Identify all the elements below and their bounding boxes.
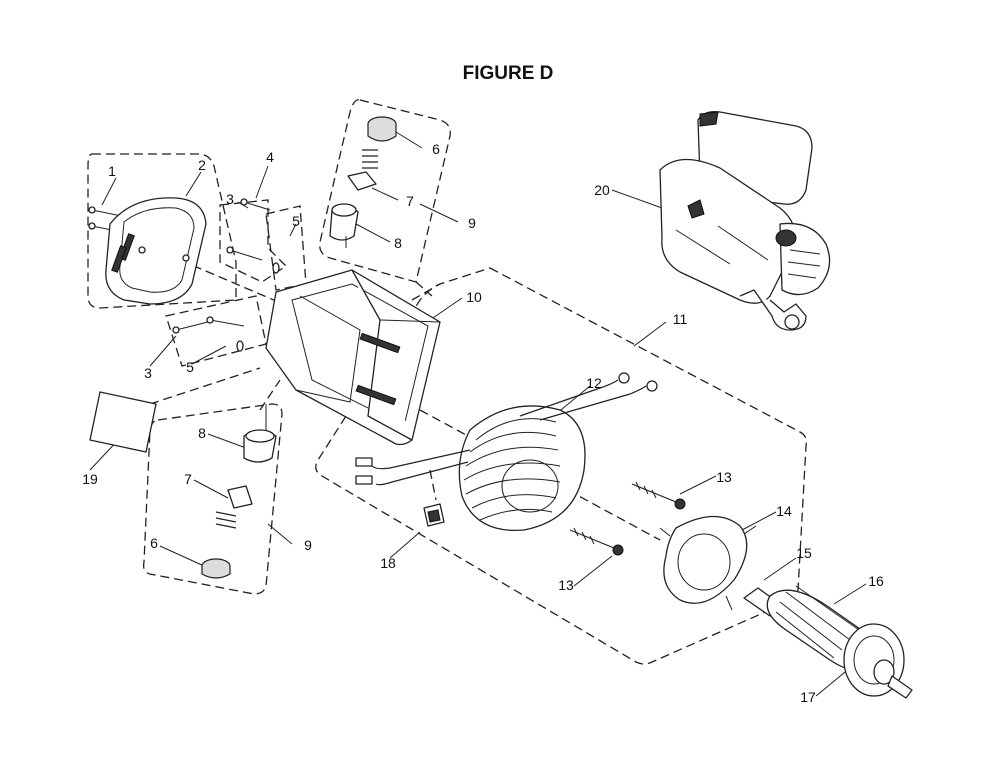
callout-7-upper: 7 (406, 193, 414, 209)
group-box-upper-brush (319, 99, 451, 283)
carbon-brush-icon (227, 485, 253, 509)
brush-holder-icon (329, 203, 359, 248)
callout-15: 15 (796, 545, 812, 561)
callout-16: 16 (868, 573, 884, 589)
spring-icon (215, 511, 237, 529)
callout-3-lower: 3 (144, 365, 152, 381)
callout-17: 17 (800, 689, 816, 705)
callout-7-lower: 7 (184, 471, 192, 487)
callout-19: 19 (82, 471, 98, 487)
figure-title: FIGURE D (463, 63, 554, 84)
baffle-icon (659, 515, 757, 611)
callout-13-upper: 13 (716, 469, 732, 485)
screw-icon (569, 481, 686, 556)
callout-5-lower: 5 (186, 359, 194, 375)
group-connector-brushbox (415, 281, 433, 297)
field-coil-icon (355, 372, 658, 532)
group-box-upper-screws (219, 199, 288, 283)
callout-2: 2 (198, 157, 206, 173)
end-cover-icon (105, 197, 207, 305)
callout-3-upper: 3 (226, 191, 234, 207)
callout-9-upper: 9 (468, 215, 476, 231)
callout-13-lower: 13 (558, 577, 574, 593)
callout-18: 18 (380, 555, 396, 571)
carbon-brush-icon (347, 171, 377, 191)
callout-6-lower: 6 (150, 535, 158, 551)
connector-block-icon (423, 503, 445, 527)
pin-icon (236, 340, 244, 352)
group-box-upper-pin (265, 205, 307, 291)
armature-icon (743, 585, 913, 699)
brush-holder-icon (243, 404, 277, 463)
callout-9-lower: 9 (304, 537, 312, 553)
motor-housing-icon (265, 269, 441, 446)
callout-8-lower: 8 (198, 425, 206, 441)
screw-icon (172, 316, 245, 334)
brush-cap-icon (367, 116, 397, 142)
brush-cap-icon (201, 558, 231, 579)
callout-20: 20 (594, 182, 610, 198)
screw-icon (226, 198, 271, 261)
callout-8-upper: 8 (394, 235, 402, 251)
group-box-cover (87, 153, 237, 309)
callout-labels: 1 2 4 3 5 6 7 9 8 20 10 11 3 5 12 8 19 7… (82, 141, 884, 705)
callout-10: 10 (466, 289, 482, 305)
callout-5-upper: 5 (292, 213, 300, 229)
callout-14: 14 (776, 503, 792, 519)
callout-6-upper: 6 (432, 141, 440, 157)
callout-11: 11 (673, 311, 688, 327)
leader-lines (89, 131, 867, 697)
callout-12: 12 (586, 375, 602, 391)
callout-4: 4 (266, 149, 274, 165)
spring-icon (362, 149, 378, 169)
group-box-motor (315, 267, 808, 665)
label-plate-icon (89, 391, 157, 453)
callout-1: 1 (108, 163, 116, 179)
group-connector-housing (411, 283, 441, 301)
pin-icon (272, 262, 280, 274)
group-box-lower-screws (165, 295, 267, 367)
power-tool-icon (659, 111, 831, 331)
